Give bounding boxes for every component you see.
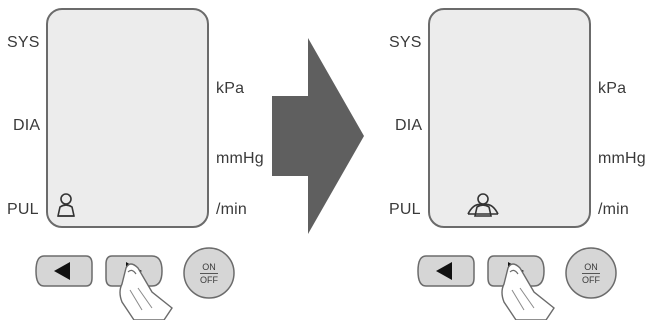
per-min-unit-label: /min bbox=[598, 201, 630, 218]
pul-label: PUL bbox=[389, 201, 421, 218]
on-off-button[interactable]: ON OFF bbox=[564, 246, 618, 300]
device-panel-before: SYS DIA PUL kPa mmHg /min ON OFF bbox=[0, 0, 270, 320]
mmhg-unit-label: mmHg bbox=[598, 150, 646, 167]
pul-label: PUL bbox=[7, 201, 39, 218]
pointing-finger-icon bbox=[119, 263, 173, 320]
off-label: OFF bbox=[582, 275, 600, 285]
sys-label: SYS bbox=[389, 34, 422, 51]
kpa-unit-label: kPa bbox=[598, 80, 627, 97]
per-min-unit-label: /min bbox=[216, 201, 248, 218]
kpa-unit-label: kPa bbox=[216, 80, 245, 97]
device-panel-after: SYS DIA PUL kPa mmHg /min ON OFF bbox=[382, 0, 652, 320]
dia-label: DIA bbox=[395, 117, 423, 134]
dia-label: DIA bbox=[13, 117, 41, 134]
on-off-divider bbox=[582, 273, 600, 274]
pointing-finger-icon bbox=[501, 263, 555, 320]
transition-arrow-icon bbox=[272, 38, 364, 234]
left-triangle-icon bbox=[436, 262, 452, 280]
two-user-icon bbox=[467, 193, 499, 217]
on-off-divider bbox=[200, 273, 218, 274]
on-label: ON bbox=[584, 262, 598, 272]
lcd-screen bbox=[428, 8, 591, 228]
off-label: OFF bbox=[200, 275, 218, 285]
left-triangle-icon bbox=[54, 262, 70, 280]
sys-label: SYS bbox=[7, 34, 40, 51]
back-button[interactable] bbox=[416, 254, 476, 288]
on-off-button[interactable]: ON OFF bbox=[182, 246, 236, 300]
single-user-icon bbox=[57, 193, 75, 217]
mmhg-unit-label: mmHg bbox=[216, 150, 264, 167]
back-button[interactable] bbox=[34, 254, 94, 288]
on-label: ON bbox=[202, 262, 216, 272]
lcd-screen bbox=[46, 8, 209, 228]
